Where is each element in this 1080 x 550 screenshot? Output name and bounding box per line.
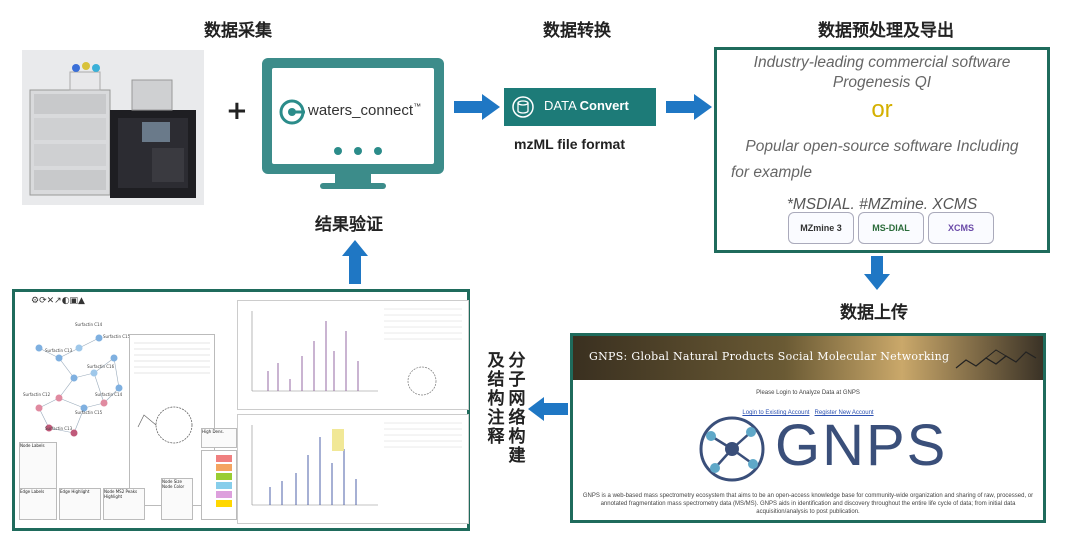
step-title-upload: 数据上传: [840, 303, 908, 323]
gnps-box: GNPS: Global Natural Products Social Mol…: [570, 333, 1046, 523]
network-result-box: ⚙⟳✕↗◐▣▲ Surfactin C14 Surfactin C15 Surf…: [12, 289, 470, 531]
node-label: Surfactin C15: [75, 410, 103, 415]
software-line4: for example: [731, 164, 812, 181]
arrow-right-icon: [454, 94, 500, 120]
node-color-title: Node Color: [162, 484, 185, 489]
lcms-instrument-image: [22, 50, 204, 205]
node-label: Surfactin C13: [45, 348, 73, 353]
molecule-structure-icon: [955, 349, 1037, 369]
arrow-right-icon: [666, 94, 712, 120]
gnps-network-logo-icon: [699, 416, 765, 482]
data-convert-word1: DATA: [544, 98, 577, 113]
node-label: Surfactin C14: [95, 392, 123, 397]
xcms-logo: XCMS: [928, 212, 994, 244]
gnps-banner-title: GNPS: Global Natural Products Social Mol…: [589, 350, 950, 363]
data-convert-word2: Convert: [579, 98, 629, 113]
high-density-title: High Dens.: [202, 429, 224, 434]
high-density-panel[interactable]: High Dens.: [201, 428, 237, 448]
node-label: Surfactin C13: [45, 426, 73, 431]
software-line5: *MSDIAL. #MZmine. XCMS: [786, 196, 978, 213]
dot-icon: [354, 147, 362, 155]
node-label: Surfactin C15: [103, 334, 131, 339]
edge-labels-panel[interactable]: Edge Labels: [19, 488, 57, 520]
monitor-screen: waters_connect™: [272, 68, 434, 164]
node-labels-title: Node Labels: [20, 443, 45, 448]
dot-icon: [374, 147, 382, 155]
mzml-format-label: mzML file format: [514, 136, 625, 152]
waters-logo-icon: [279, 99, 305, 125]
software-line3: Popular open-source software Including: [745, 138, 1019, 155]
arrow-left-icon: [528, 397, 568, 421]
step-title-conversion: 数据转换: [543, 21, 611, 41]
edge-highlight-title: Edge Highlight: [60, 489, 90, 494]
dot-icon: [334, 147, 342, 155]
waters-connect-brand: waters_connect: [308, 102, 414, 119]
step-title-acquisition: 数据采集: [204, 21, 272, 41]
login-existing-link[interactable]: Login to Existing Account: [742, 410, 810, 416]
software-or: or: [871, 96, 893, 123]
node-label: Surfactin C12: [23, 392, 51, 397]
spectrum-panel-bottom[interactable]: [237, 414, 469, 524]
gnps-logo-text: GNPS: [775, 413, 948, 478]
node-label: Surfactin C14: [75, 322, 103, 327]
node-label: Surfactin C16: [87, 364, 115, 369]
step-title-preprocess: 数据预处理及导出: [818, 21, 954, 41]
gnps-description: GNPS is a web-based mass spectrometry ec…: [582, 493, 1034, 515]
data-convert-badge: DATA Convert: [504, 88, 656, 126]
plus-sign: +: [226, 96, 248, 126]
register-new-link[interactable]: Register New Account: [814, 410, 874, 416]
gnps-banner: GNPS: Global Natural Products Social Mol…: [573, 336, 1043, 380]
mzmine-logo: MZmine 3: [788, 212, 854, 244]
step-title-annotation: 及结构注释: [487, 351, 505, 447]
msdial-logo: MS-DIAL: [858, 212, 924, 244]
ms2-highlight-title: Node MS2 Peaks Highlight: [104, 489, 138, 499]
arrow-down-icon: [864, 256, 890, 290]
node-size-panel[interactable]: Node Size Node Color: [161, 478, 193, 520]
monitor-base: [320, 183, 386, 189]
database-icon: [512, 96, 534, 118]
node-info-panel: [129, 334, 215, 506]
software-line2: Progenesis QI: [832, 74, 932, 91]
spectrum-panel-top[interactable]: [237, 300, 469, 410]
ms2-highlight-panel[interactable]: Node MS2 Peaks Highlight: [103, 488, 145, 520]
monitor-stand: [335, 174, 371, 184]
arrow-up-icon: [342, 240, 368, 284]
gnps-login-prompt: Please Login to Analyze Data at GNPS: [756, 390, 860, 396]
software-line1: Industry-leading commercial software: [753, 54, 1011, 71]
color-legend-panel: [201, 450, 237, 520]
node-size-title: Node Size: [162, 479, 182, 484]
edge-labels-title: Edge Labels: [20, 489, 45, 494]
step-title-networking: 分子网络构建: [508, 351, 526, 466]
edge-highlight-panel[interactable]: Edge Highlight: [59, 488, 101, 520]
step-title-validation: 结果验证: [315, 215, 383, 235]
molecular-network-graph[interactable]: [19, 308, 159, 448]
waters-tm: ™: [413, 102, 422, 111]
network-toolbar[interactable]: ⚙⟳✕↗◐▣▲: [31, 296, 85, 306]
